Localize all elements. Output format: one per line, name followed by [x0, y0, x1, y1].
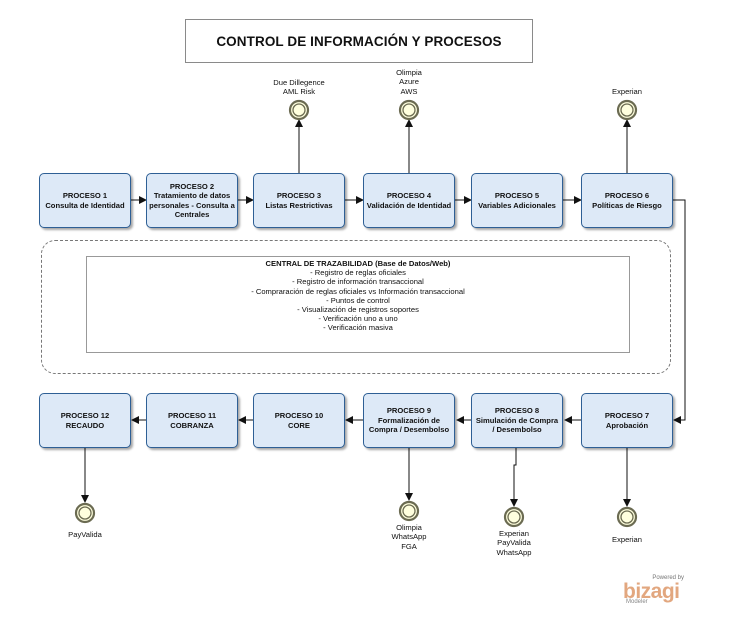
traceability-item: - Verificación masiva — [323, 323, 393, 333]
event-circle-e7 — [616, 506, 638, 528]
event-label-e3: Due Dillegence AML Risk — [273, 78, 325, 97]
event-label-e6: Experian — [612, 87, 642, 96]
traceability-item: - Compraración de reglas oficiales vs In… — [251, 286, 465, 296]
traceability-item: - Visualización de registros soportes — [297, 305, 419, 315]
process-4[interactable]: PROCESO 4 Validación de Identidad — [363, 173, 455, 228]
process-7-label: PROCESO 7 Aprobación — [604, 411, 650, 430]
process-8-label: PROCESO 8 Simulación de Compra / Desembo… — [475, 406, 559, 435]
event-circle-e4 — [398, 99, 420, 121]
traceability-item: - Registro de reglas oficiales — [310, 268, 406, 278]
process-5-label: PROCESO 5 Variables Adicionales — [478, 191, 556, 210]
traceability-boundary — [41, 240, 671, 374]
process-4-label: PROCESO 4 Validación de Identidad — [366, 191, 452, 210]
traceability-title: CENTRAL DE TRAZABILIDAD (Base de Datos/W… — [265, 259, 451, 268]
process-7[interactable]: PROCESO 7 Aprobación — [581, 393, 673, 448]
arrow-p8-e8 — [510, 448, 518, 507]
event-circle-e6 — [616, 99, 638, 121]
process-1[interactable]: PROCESO 1 Consulta de Identidad — [39, 173, 131, 228]
event-label-e8: Experian PayValida WhatsApp — [496, 529, 532, 557]
event-label-e7: Experian — [612, 535, 642, 544]
bizagi-logo: Powered by bizagi Modeler — [619, 572, 699, 612]
event-circle-e8 — [503, 506, 525, 528]
event-circle-e3 — [288, 99, 310, 121]
process-11[interactable]: PROCESO 11 COBRANZA — [146, 393, 238, 448]
bizagi-wordmark: bizagi — [623, 580, 680, 603]
process-5[interactable]: PROCESO 5 Variables Adicionales — [471, 173, 563, 228]
process-6[interactable]: PROCESO 6 Políticas de Riesgo — [581, 173, 673, 228]
traceability-box: CENTRAL DE TRAZABILIDAD (Base de Datos/W… — [86, 256, 630, 353]
process-10-label: PROCESO 10 CORE — [274, 411, 324, 430]
modeler-label: Modeler — [626, 599, 648, 605]
arrow-p6-p7 — [673, 199, 686, 424]
event-circle-e12 — [74, 502, 96, 524]
process-3-label: PROCESO 3 Listas Restrictivas — [265, 191, 333, 210]
process-9-label: PROCESO 9 Formalización de Compra / Dese… — [368, 406, 450, 435]
event-label-e9: Olimpia WhatsApp FGA — [391, 523, 427, 551]
process-8[interactable]: PROCESO 8 Simulación de Compra / Desembo… — [471, 393, 563, 448]
traceability-item: - Verificación uno a uno — [318, 314, 398, 324]
process-1-label: PROCESO 1 Consulta de Identidad — [45, 191, 125, 210]
process-6-label: PROCESO 6 Políticas de Riesgo — [592, 191, 662, 210]
process-9[interactable]: PROCESO 9 Formalización de Compra / Dese… — [363, 393, 455, 448]
process-3[interactable]: PROCESO 3 Listas Restrictivas — [253, 173, 345, 228]
process-12-label: PROCESO 12 RECAUDO — [60, 411, 110, 430]
diagram-title: CONTROL DE INFORMACIÓN Y PROCESOS — [185, 19, 533, 63]
traceability-item: - Registro de información transaccional — [292, 277, 424, 287]
process-2[interactable]: PROCESO 2 Tratamiento de datos personale… — [146, 173, 238, 228]
process-2-label: PROCESO 2 Tratamiento de datos personale… — [149, 181, 235, 219]
process-12[interactable]: PROCESO 12 RECAUDO — [39, 393, 131, 448]
event-label-e12: PayValida — [68, 530, 102, 539]
powered-by-label: Powered by — [652, 575, 684, 581]
traceability-item: - Puntos de control — [326, 295, 390, 305]
event-circle-e9 — [398, 500, 420, 522]
process-11-label: PROCESO 11 COBRANZA — [167, 411, 217, 430]
event-label-e4: Olimpia Azure AWS — [396, 68, 422, 96]
process-10[interactable]: PROCESO 10 CORE — [253, 393, 345, 448]
